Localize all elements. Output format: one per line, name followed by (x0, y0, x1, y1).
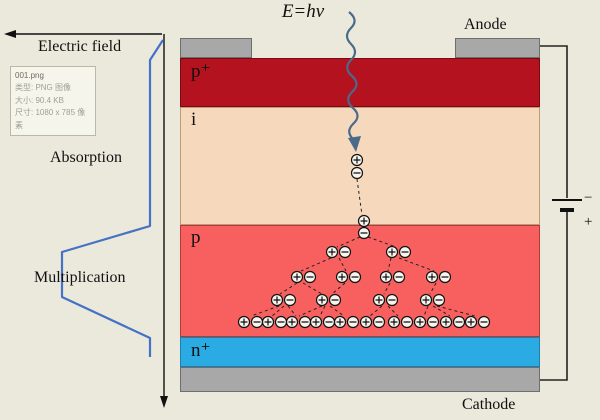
electric-field-label: Electric field (38, 38, 122, 55)
layer-p-plus: p⁺ (180, 58, 540, 107)
battery-plus-label: + (584, 214, 593, 230)
layer-intrinsic: i (180, 107, 540, 225)
layer-p: p (180, 225, 540, 337)
tooltip-type: 类型: PNG 图像 (15, 83, 72, 93)
depth-axis (160, 34, 168, 408)
tooltip-size: 大小: 90.4 KB (15, 95, 64, 105)
p-label: p (191, 227, 201, 248)
battery-icon (552, 199, 582, 212)
circuit-wire (540, 45, 568, 381)
layer-n-plus: n⁺ (180, 337, 540, 367)
absorption-label: Absorption (50, 149, 122, 166)
photon-energy-label: E=hv (281, 1, 325, 22)
anode-label: Anode (464, 16, 507, 33)
electric-field-axis (4, 30, 162, 38)
battery-minus-label: − (584, 190, 593, 206)
cathode-label: Cathode (462, 396, 516, 413)
top-contact-left (180, 38, 252, 58)
tooltip-dimensions: 尺寸: 1080 x 785 像素 (15, 108, 86, 130)
anode-contact (455, 38, 540, 58)
i-label: i (191, 109, 197, 130)
multiplication-label: Multiplication (34, 269, 126, 286)
file-tooltip: 001.png 类型: PNG 图像 大小: 90.4 KB 尺寸: 1080 … (10, 66, 96, 136)
cathode-contact (180, 367, 540, 392)
n-plus-label: n⁺ (191, 340, 211, 361)
p-plus-label: p⁺ (191, 61, 211, 82)
tooltip-filename: 001.png (15, 71, 44, 80)
